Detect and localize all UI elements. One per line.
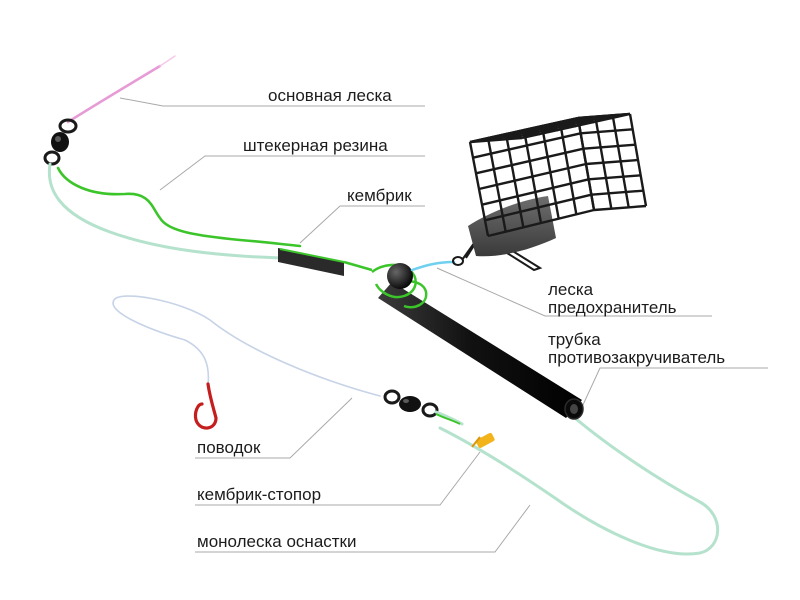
label-tube-2: противозакручиватель: [548, 348, 726, 367]
pointer-mono-rig: [195, 504, 531, 553]
pointer-lines: [119, 97, 768, 553]
cage-bar: [505, 128, 559, 136]
cage-bar: [588, 174, 641, 181]
cage-bar: [577, 112, 631, 120]
cage-bar: [487, 132, 541, 140]
cage-bar: [559, 116, 613, 124]
feeder-cage: [468, 112, 648, 257]
cage-bar: [585, 158, 639, 166]
label-main-line: основная леска: [268, 86, 392, 105]
cage-bar: [583, 143, 636, 150]
pointer-tube: [575, 367, 768, 421]
label-mono-rig: монолеска оснастки: [197, 532, 357, 551]
cambric-stopper: [471, 432, 495, 448]
feeder-sinker: [468, 196, 556, 257]
main-line: [66, 64, 162, 124]
mono-line-right: [438, 410, 720, 556]
lower-swivel: [383, 389, 439, 418]
cambric: [278, 248, 373, 276]
pointer-cambric: [299, 205, 425, 244]
leader-line: [112, 295, 381, 397]
shock-rubber: [56, 166, 302, 248]
cage-bar: [593, 204, 647, 212]
label-safety-line-2: предохранитель: [548, 298, 677, 317]
cage-bar: [469, 136, 523, 144]
cage-bar: [591, 189, 644, 196]
label-shock-rubber: штекерная резина: [243, 136, 388, 155]
label-tube-1: трубка: [548, 330, 601, 349]
anti-tangle-tube: [378, 282, 584, 420]
swivel-knot: [435, 413, 461, 425]
label-stopper: кембрик-стопор: [197, 485, 322, 504]
label-leader: поводок: [197, 438, 261, 457]
main-line-tail: [159, 55, 176, 67]
pointer-stopper: [195, 451, 481, 506]
cage-bar: [484, 193, 592, 222]
pointer-shock-rubber: [159, 155, 425, 191]
cage-bar: [541, 120, 595, 128]
mono-line-left: [47, 162, 284, 260]
cage-bar: [523, 124, 577, 132]
cage-bar: [487, 208, 595, 238]
pointer-leader: [195, 397, 353, 459]
top-swivel: [43, 118, 78, 166]
label-cambric: кембрик: [347, 186, 412, 205]
cage-bar: [580, 128, 633, 135]
safety-line: [410, 260, 456, 272]
bead: [387, 263, 413, 289]
pointer-safety-line: [436, 267, 712, 317]
hook: [193, 382, 218, 430]
pointer-main-line: [119, 97, 425, 107]
label-safety-line-1: леска: [548, 280, 594, 299]
